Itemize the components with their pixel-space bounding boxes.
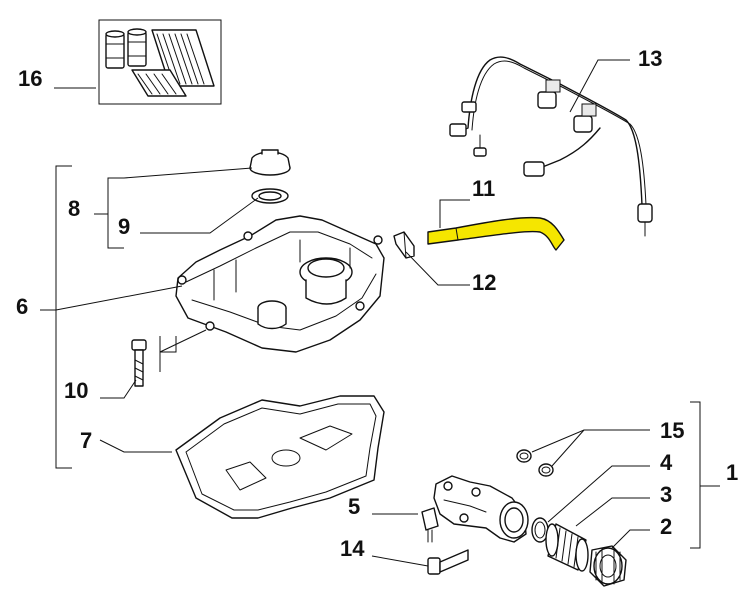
callout-6: 6 (16, 294, 28, 319)
callout-2: 2 (660, 514, 672, 539)
filler-cap-seal (251, 188, 289, 204)
callout-16: 16 (18, 66, 42, 91)
oil-filter-cartridge (545, 523, 589, 572)
housing-bolt (427, 549, 469, 575)
cylinder-head-cover (175, 215, 385, 353)
callout-11: 11 (472, 176, 495, 201)
callout-3: 3 (660, 482, 672, 507)
small-o-rings (516, 449, 554, 477)
oil-filler-cap (249, 149, 291, 176)
filter-o-ring (531, 517, 549, 543)
hose-highlight (427, 216, 565, 251)
breather-hose (427, 216, 565, 251)
cover-gasket (175, 395, 385, 519)
cover-bolt (131, 339, 147, 387)
oil-filter-housing (433, 475, 529, 543)
filter-cap (589, 545, 627, 587)
injector-connector-icon (537, 79, 597, 133)
oil-filter-icon (105, 28, 147, 69)
callout-4: 4 (660, 450, 673, 475)
callout-12: 12 (472, 270, 496, 295)
callout-15: 15 (660, 418, 684, 443)
callout-14: 14 (340, 536, 365, 561)
injector-wiring-harness (449, 56, 653, 237)
leader-lines (40, 59, 720, 567)
callout-10: 10 (64, 378, 88, 403)
pressure-switch (421, 507, 439, 543)
callout-1: 1 (726, 460, 738, 485)
callout-8: 8 (68, 196, 80, 221)
callout-9: 9 (118, 214, 130, 239)
callout-13: 13 (638, 46, 662, 71)
filter-kit-inset (98, 19, 222, 105)
cabin-filter-icon (131, 69, 187, 97)
callout-7: 7 (80, 428, 92, 453)
hose-clip (393, 231, 415, 259)
callout-5: 5 (348, 494, 360, 519)
callout-labels: 16 13 11 12 8 9 6 10 7 15 4 1 3 2 5 14 (16, 46, 738, 561)
